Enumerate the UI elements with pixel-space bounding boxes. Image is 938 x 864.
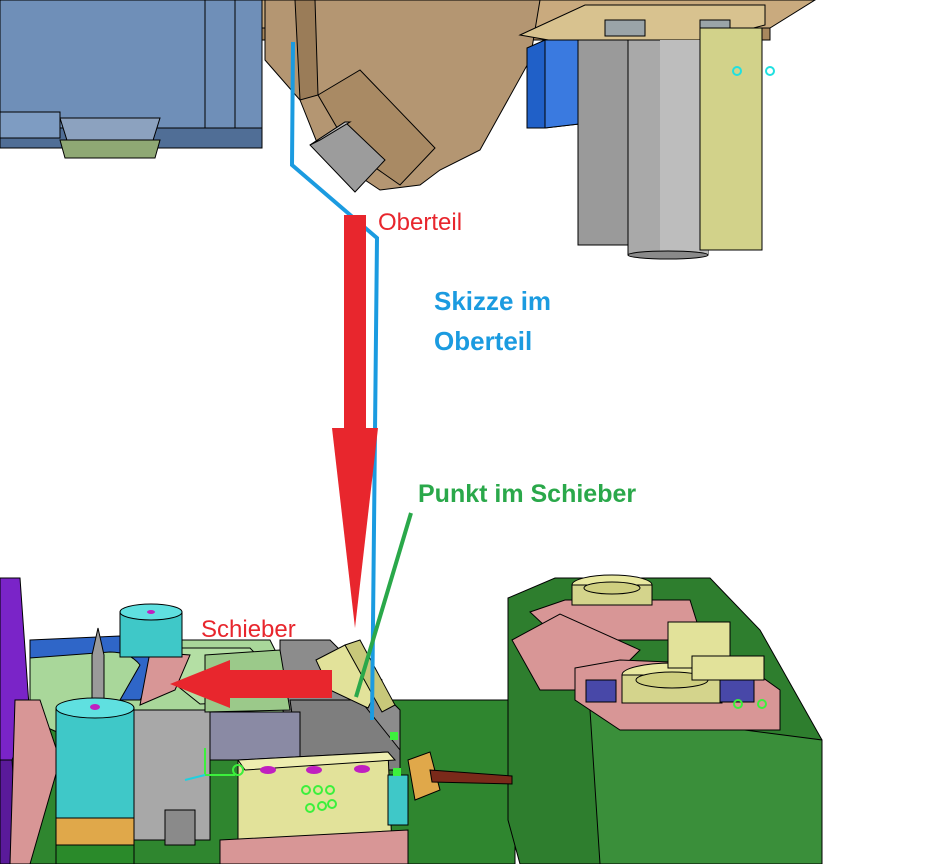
sketch-line bbox=[289, 41, 380, 721]
cyan-cylinders bbox=[55, 603, 183, 864]
upper-left-block bbox=[0, 0, 263, 159]
upper-part-label: Oberteil bbox=[378, 209, 463, 236]
upper-wedge-body bbox=[264, 0, 541, 193]
sketch-label-line2: Oberteil bbox=[434, 326, 533, 356]
upper-tool bbox=[0, 0, 816, 260]
slider-label: Schieber bbox=[201, 616, 296, 643]
lower-tool bbox=[0, 574, 823, 864]
point-label: Punkt im Schieber bbox=[418, 480, 637, 508]
axis-triad bbox=[184, 748, 244, 781]
arrow-left-icon bbox=[170, 660, 332, 708]
right-green-block bbox=[507, 574, 823, 864]
sketch-label-line1: Skizze im bbox=[434, 286, 552, 316]
sketch-label: Skizze im Oberteil bbox=[434, 281, 551, 361]
arrow-down-icon bbox=[332, 215, 378, 628]
point-pointer-line bbox=[354, 512, 413, 698]
upper-cylinders bbox=[577, 27, 775, 260]
